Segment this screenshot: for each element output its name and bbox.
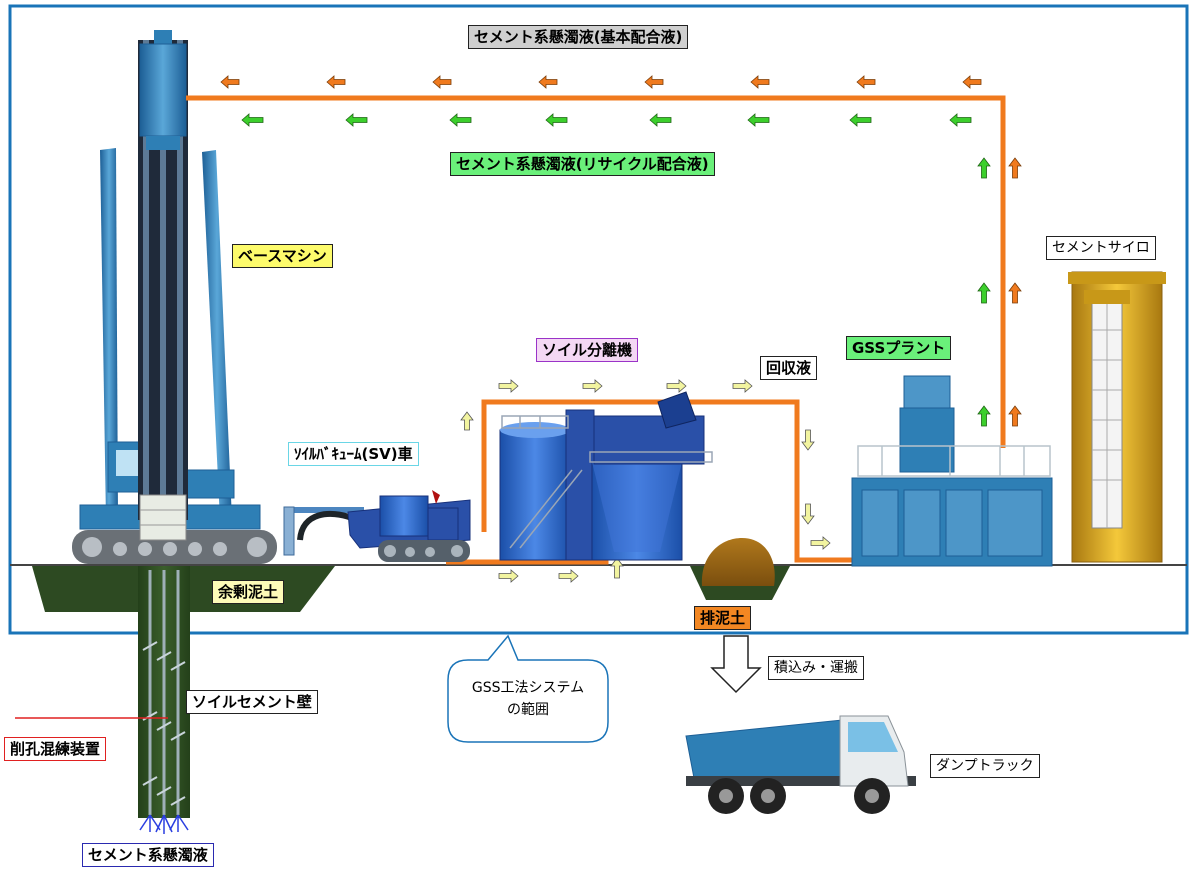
label-surplus-soil: 余剰泥土 (212, 580, 285, 604)
flow-arrow-icon (241, 113, 972, 127)
label-base-machine: ベースマシン (232, 244, 333, 268)
label-soil-cement-wall: ソイルセメント壁 (186, 690, 318, 714)
base-machine (72, 30, 277, 564)
flow-arrow-icon (220, 75, 982, 89)
flow-arrow-icon (1008, 157, 1022, 427)
label-recovered-liquid: 回収液 (760, 356, 818, 380)
auger-blades (142, 641, 186, 806)
dump-truck (685, 715, 916, 814)
label-cement-suspension: セメント系懸濁液 (82, 843, 214, 867)
flow-arrow-icon (460, 379, 831, 583)
callout-line-1: GSS工法システム (471, 680, 585, 696)
label-loading: 積込み・運搬 (768, 656, 864, 680)
recovery-pipe-loop (481, 399, 852, 563)
mixing-augers (148, 570, 180, 815)
label-mixing-device: 削孔混練装置 (4, 737, 107, 761)
label-cement-basic: セメント系懸濁液(基本配合液) (468, 25, 689, 49)
callout-bubble (447, 634, 609, 743)
label-cement-silo: セメントサイロ (1046, 236, 1156, 260)
gss-plant (851, 375, 1053, 567)
soil-separator (499, 391, 713, 561)
label-gss-plant: GSSプラント (846, 336, 952, 360)
soil-vacuum-truck (283, 490, 471, 562)
cement-silo (1068, 271, 1166, 563)
callout-text: GSS工法システム の範囲 (450, 677, 606, 721)
label-soil-separator: ソイル分離機 (536, 338, 639, 362)
discharged-soil-pile (690, 538, 790, 600)
label-cement-recycle: セメント系懸濁液(リサイクル配合液) (450, 152, 715, 176)
label-soil-vacuum: ｿｲﾙﾊﾞｷｭｰﾑ(SV)車 (288, 442, 419, 466)
down-arrow-icon (710, 635, 762, 694)
callout-line-2: の範囲 (507, 702, 549, 718)
jet-icon (139, 814, 189, 834)
label-discharged-soil: 排泥土 (694, 606, 752, 630)
label-dump-truck: ダンプトラック (930, 754, 1040, 778)
system-boundary (8, 4, 1189, 635)
cement-slurry-pipe (186, 95, 1006, 448)
flow-arrow-icon (977, 157, 991, 427)
